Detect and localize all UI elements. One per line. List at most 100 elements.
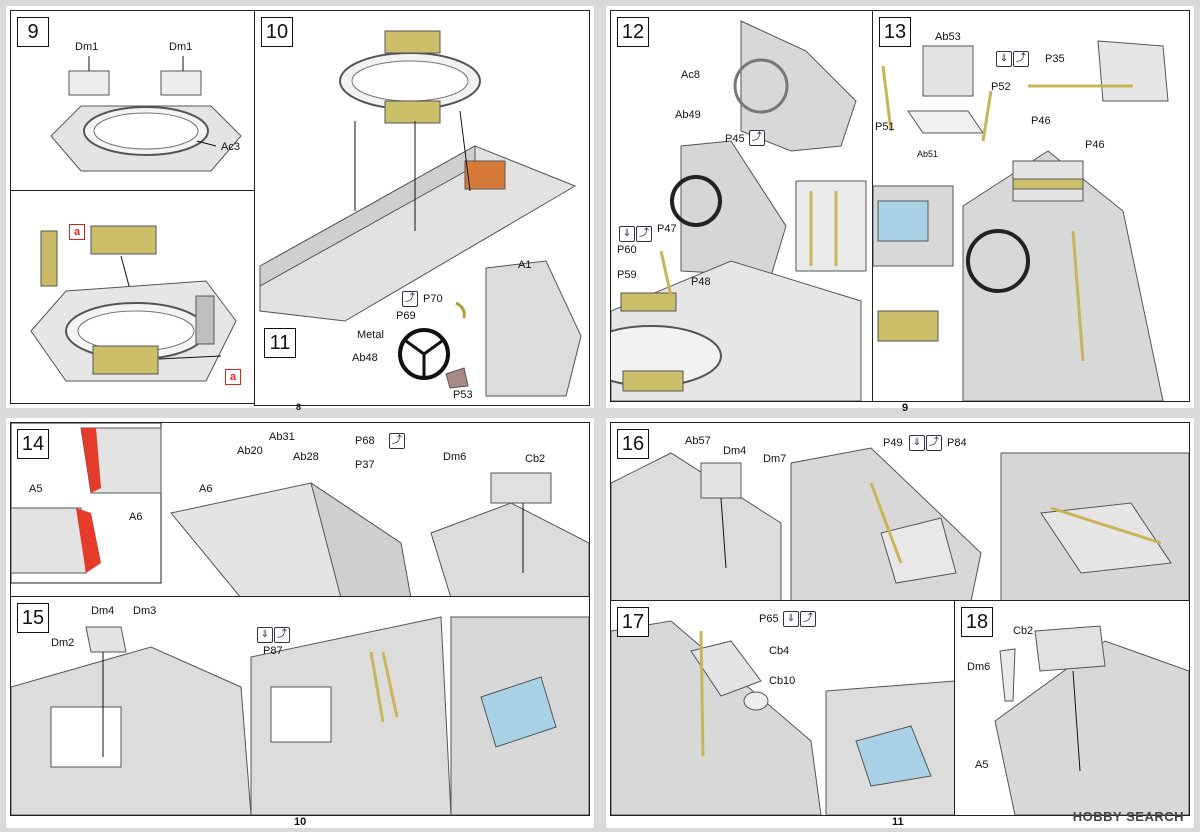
label-dm4: Dm4	[723, 445, 747, 457]
label-dm1-b: Dm1	[169, 41, 193, 53]
fold-icon: ⇓	[619, 226, 635, 242]
label-ac3: Ac3	[221, 141, 240, 153]
page-number: 9	[902, 402, 909, 414]
label-a1: A1	[518, 259, 532, 271]
step-15-panel: 15 Dm4 Dm3 Dm2 ⇓ ⤴ P87	[10, 596, 590, 816]
label-p49: P49	[883, 437, 903, 449]
label-p48: P48	[691, 276, 711, 288]
label-p35: P35	[1045, 53, 1065, 65]
label-p69: P69	[396, 310, 416, 322]
label-ab57: Ab57	[685, 435, 711, 447]
reference-badge-a: a	[69, 224, 85, 240]
label-a6-inset: A6	[129, 511, 143, 523]
step-number: 9	[17, 17, 49, 47]
bend-icon: ⤴	[749, 130, 765, 146]
step-11-panel	[254, 325, 590, 406]
step-number: 17	[617, 607, 649, 637]
label-a6: A6	[199, 483, 213, 495]
step-13-panel: 13 Ab53 ⇓ ⤴ P35 P52 P51 P46 P46 Ab51	[872, 10, 1190, 402]
label-cb4: Cb4	[769, 645, 790, 657]
page-number: 11	[892, 816, 904, 828]
step-9-drawing	[50, 56, 242, 172]
bend-icon: ⤴	[1013, 51, 1029, 67]
step-number: 10	[261, 17, 293, 47]
step-16-panel: 16 Ab57 Dm4 Dm7 P49 ⇓ ⤴ P84	[610, 422, 1190, 602]
label-p45: P45	[725, 133, 745, 145]
label-dm4: Dm4	[91, 605, 115, 617]
bend-icon: ⤴	[274, 627, 290, 643]
page-number: 10	[294, 816, 307, 828]
step-9-panel: 9 Dm1 Dm1 Ac3	[10, 10, 256, 192]
label-metal: Metal	[357, 329, 384, 341]
label-p60: P60	[617, 244, 637, 256]
step-11-number: 11	[264, 328, 296, 358]
step-14-panel: 14 A5 A6 A6 Ab20 Ab31 Ab28 P68 ⤴ P37 Dm6…	[10, 422, 590, 599]
fold-icon: ⇓	[783, 611, 799, 627]
label-cb2: Cb2	[1013, 625, 1034, 637]
label-ab49: Ab49	[675, 109, 701, 121]
step-16-drawing	[611, 447, 1189, 601]
bend-icon: ⤴	[926, 435, 942, 451]
step-number: 14	[17, 429, 49, 459]
label-a5: A5	[975, 759, 989, 771]
step-12-drawing	[611, 20, 867, 401]
label-p65: P65	[759, 613, 779, 625]
label-ac8: Ac8	[681, 69, 700, 81]
step-18-drawing	[994, 625, 1189, 815]
label-p87: P87	[263, 645, 283, 657]
step-number: 18	[961, 607, 993, 637]
step-9-result-drawing	[30, 225, 237, 382]
label-dm3: Dm3	[133, 605, 157, 617]
page-bottom-left: 14 A5 A6 A6 Ab20 Ab31 Ab28 P68 ⤴ P37 Dm6…	[6, 418, 594, 828]
reference-badge-a-bottom: a	[225, 369, 241, 385]
label-a5: A5	[29, 483, 43, 495]
fold-icon: ⇓	[257, 627, 273, 643]
step-10-panel: 10	[254, 10, 590, 327]
step-17-drawing	[611, 620, 955, 815]
label-dm7: Dm7	[763, 453, 787, 465]
label-p70: P70	[423, 293, 443, 305]
label-p47: P47	[657, 223, 677, 235]
step-18-panel: 18 Cb2 Dm6 A5	[954, 600, 1190, 816]
watermark: HOBBY SEARCH	[1072, 809, 1184, 824]
step-13-drawing	[873, 40, 1169, 401]
label-ab31: Ab31	[269, 431, 295, 443]
label-p37: P37	[355, 459, 375, 471]
page-number: 8	[296, 402, 302, 412]
fold-icon: ⇓	[909, 435, 925, 451]
label-p53: P53	[453, 389, 473, 401]
label-p59: P59	[617, 269, 637, 281]
step-number: 15	[17, 603, 49, 633]
label-dm1-a: Dm1	[75, 41, 99, 53]
step-17-panel: 17 P65 ⇓ ⤴ Cb4 Cb10	[610, 600, 956, 816]
label-ab51: Ab51	[917, 149, 939, 159]
step-number: 16	[617, 429, 649, 459]
label-ab53: Ab53	[935, 31, 961, 43]
page-top-left: 9 Dm1 Dm1 Ac3 a a 1	[6, 6, 594, 412]
step-15-drawing	[11, 616, 589, 815]
label-p46-b: P46	[1085, 139, 1105, 151]
label-p52: P52	[991, 81, 1011, 93]
label-dm6: Dm6	[443, 451, 467, 463]
step-12-panel: 12 Ac8 Ab49 P45 ⤴ ⇓ ⤴ P47 P60 P59 P48	[610, 10, 874, 402]
page-bottom-right: 16 Ab57 Dm4 Dm7 P49 ⇓ ⤴ P84 17	[606, 418, 1194, 828]
step-9-result-panel: a a	[10, 190, 256, 404]
bend-icon: ⤴	[402, 291, 418, 307]
step-number: 13	[879, 17, 911, 47]
bend-icon: ⤴	[800, 611, 816, 627]
fold-icon: ⇓	[996, 51, 1012, 67]
label-p68: P68	[355, 435, 375, 447]
label-cb10: Cb10	[769, 675, 796, 687]
step-10-drawing	[259, 30, 577, 322]
label-dm6: Dm6	[967, 661, 991, 673]
label-cb2: Cb2	[525, 453, 546, 465]
label-ab20: Ab20	[237, 445, 263, 457]
label-dm2: Dm2	[51, 637, 75, 649]
label-p51: P51	[875, 121, 895, 133]
label-ab48: Ab48	[352, 352, 378, 364]
label-p46-a: P46	[1031, 115, 1051, 127]
label-ab28: Ab28	[293, 451, 319, 463]
step-14-drawing	[11, 423, 589, 598]
page-top-right: 12 Ac8 Ab49 P45 ⤴ ⇓ ⤴ P47 P60 P59 P48 13	[606, 6, 1194, 414]
bend-icon: ⤴	[636, 226, 652, 242]
